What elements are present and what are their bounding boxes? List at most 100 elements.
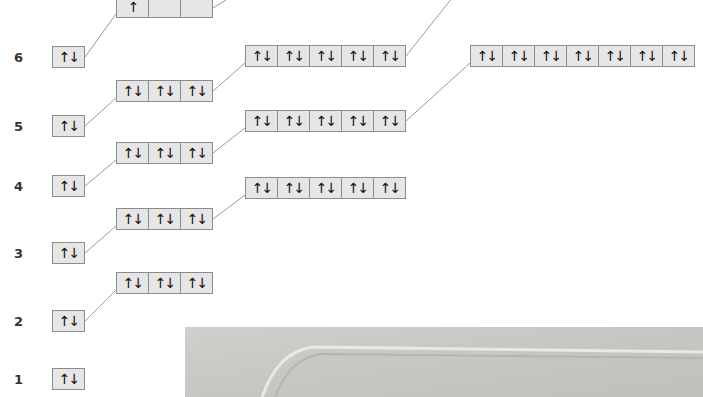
filling-connector <box>85 98 116 126</box>
orbital-box: ↑↓ <box>598 45 631 67</box>
filling-connector <box>85 160 116 186</box>
orbital-box: ↑↓ <box>52 175 85 197</box>
shell-number: 1 <box>14 373 23 386</box>
electron-arrows: ↑↓ <box>123 146 142 160</box>
photo-shadow <box>275 354 703 397</box>
electron-arrows: ↑↓ <box>59 246 78 260</box>
orbital-box: ↑↓ <box>148 80 181 102</box>
orbital-box: ↑↓ <box>277 177 310 199</box>
electron-arrows: ↑↓ <box>348 181 367 195</box>
orbital-box: ↑↓ <box>245 110 278 132</box>
orbital-box: ↑↓ <box>277 45 310 67</box>
orbital-box: ↑↓ <box>148 208 181 230</box>
leader-line <box>406 0 452 56</box>
electron-arrows: ↑↓ <box>187 276 206 290</box>
orbital-box: ↑↓ <box>148 142 181 164</box>
electron-arrows: ↑↓ <box>541 49 560 63</box>
electron-arrows: ↑↓ <box>477 49 496 63</box>
electron-arrows: ↑↓ <box>59 50 78 64</box>
orbital-box: ↑↓ <box>245 177 278 199</box>
orbital-box: ↑↓ <box>373 177 406 199</box>
orbital-box: ↑↓ <box>148 272 181 294</box>
orbital-box: ↑↓ <box>341 45 374 67</box>
electron-arrows: ↑↓ <box>155 212 174 226</box>
electron-arrows: ↑↓ <box>316 49 335 63</box>
orbital-box: ↑↓ <box>180 142 213 164</box>
electron-arrows: ↑↓ <box>637 49 656 63</box>
orbital-box: ↑↓ <box>116 272 149 294</box>
orbital-box: ↑↓ <box>309 177 342 199</box>
electron-arrows: ↑↓ <box>252 49 271 63</box>
electron-arrows: ↑↓ <box>123 84 142 98</box>
empty-orbital <box>180 0 213 18</box>
orbital-box: ↑↓ <box>534 45 567 67</box>
orbital-box: ↑↓ <box>309 110 342 132</box>
orbital-box: ↑↓ <box>470 45 503 67</box>
electron-arrows: ↑↓ <box>284 49 303 63</box>
orbital-box: ↑↓ <box>52 310 85 332</box>
electron-arrows: ↑ <box>128 0 138 14</box>
electron-arrows: ↑↓ <box>316 114 335 128</box>
electron-arrows: ↑↓ <box>187 212 206 226</box>
orbital-box: ↑↓ <box>52 115 85 137</box>
electron-arrows: ↑↓ <box>348 114 367 128</box>
orbital-box: ↑↓ <box>309 45 342 67</box>
filling-connector <box>85 226 116 253</box>
electron-arrows: ↑↓ <box>380 49 399 63</box>
filling-connector <box>213 195 245 219</box>
orbital-box: ↑ <box>116 0 149 18</box>
photo-edge <box>262 347 703 397</box>
electron-arrows: ↑↓ <box>59 179 78 193</box>
electron-arrows: ↑↓ <box>380 181 399 195</box>
shell-number: 5 <box>14 120 23 133</box>
electron-arrows: ↑↓ <box>123 212 142 226</box>
orbital-box: ↑↓ <box>373 45 406 67</box>
electron-arrows: ↑↓ <box>252 114 271 128</box>
electron-arrows: ↑↓ <box>187 146 206 160</box>
orbital-box: ↑↓ <box>52 46 85 68</box>
electron-arrows: ↑↓ <box>284 181 303 195</box>
electron-arrows: ↑↓ <box>509 49 528 63</box>
leader-line <box>213 0 229 8</box>
orbital-box: ↑↓ <box>277 110 310 132</box>
orbital-box: ↑↓ <box>180 208 213 230</box>
orbital-box: ↑↓ <box>52 368 85 390</box>
orbital-box: ↑↓ <box>180 80 213 102</box>
filling-connector <box>213 63 245 91</box>
orbital-box: ↑↓ <box>341 110 374 132</box>
photo-background <box>185 327 703 397</box>
orbital-box: ↑↓ <box>116 208 149 230</box>
electron-arrows: ↑↓ <box>59 314 78 328</box>
orbital-box: ↑↓ <box>245 45 278 67</box>
orbital-box: ↑↓ <box>566 45 599 67</box>
electron-arrows: ↑↓ <box>669 49 688 63</box>
electron-arrows: ↑↓ <box>155 146 174 160</box>
filling-connector <box>406 63 470 121</box>
orbital-box: ↑↓ <box>116 142 149 164</box>
shell-number: 4 <box>14 180 23 193</box>
orbital-box: ↑↓ <box>180 272 213 294</box>
electron-arrows: ↑↓ <box>605 49 624 63</box>
filling-connector <box>85 14 116 57</box>
electron-arrows: ↑↓ <box>573 49 592 63</box>
electron-arrows: ↑↓ <box>59 372 78 386</box>
electron-arrows: ↑↓ <box>187 84 206 98</box>
electron-arrows: ↑↓ <box>123 276 142 290</box>
electron-arrows: ↑↓ <box>59 119 78 133</box>
filling-connector <box>213 128 245 153</box>
electron-arrows: ↑↓ <box>380 114 399 128</box>
electron-arrows: ↑↓ <box>155 276 174 290</box>
electron-arrows: ↑↓ <box>284 114 303 128</box>
electron-arrows: ↑↓ <box>316 181 335 195</box>
shell-number: 2 <box>14 315 23 328</box>
shell-number: 3 <box>14 247 23 260</box>
electron-arrows: ↑↓ <box>252 181 271 195</box>
electron-arrows: ↑↓ <box>155 84 174 98</box>
electron-arrows: ↑↓ <box>348 49 367 63</box>
orbital-box: ↑↓ <box>502 45 535 67</box>
empty-orbital <box>148 0 181 18</box>
orbital-box: ↑↓ <box>373 110 406 132</box>
filling-connector <box>85 290 116 321</box>
orbital-box: ↑↓ <box>662 45 695 67</box>
orbital-box: ↑↓ <box>116 80 149 102</box>
